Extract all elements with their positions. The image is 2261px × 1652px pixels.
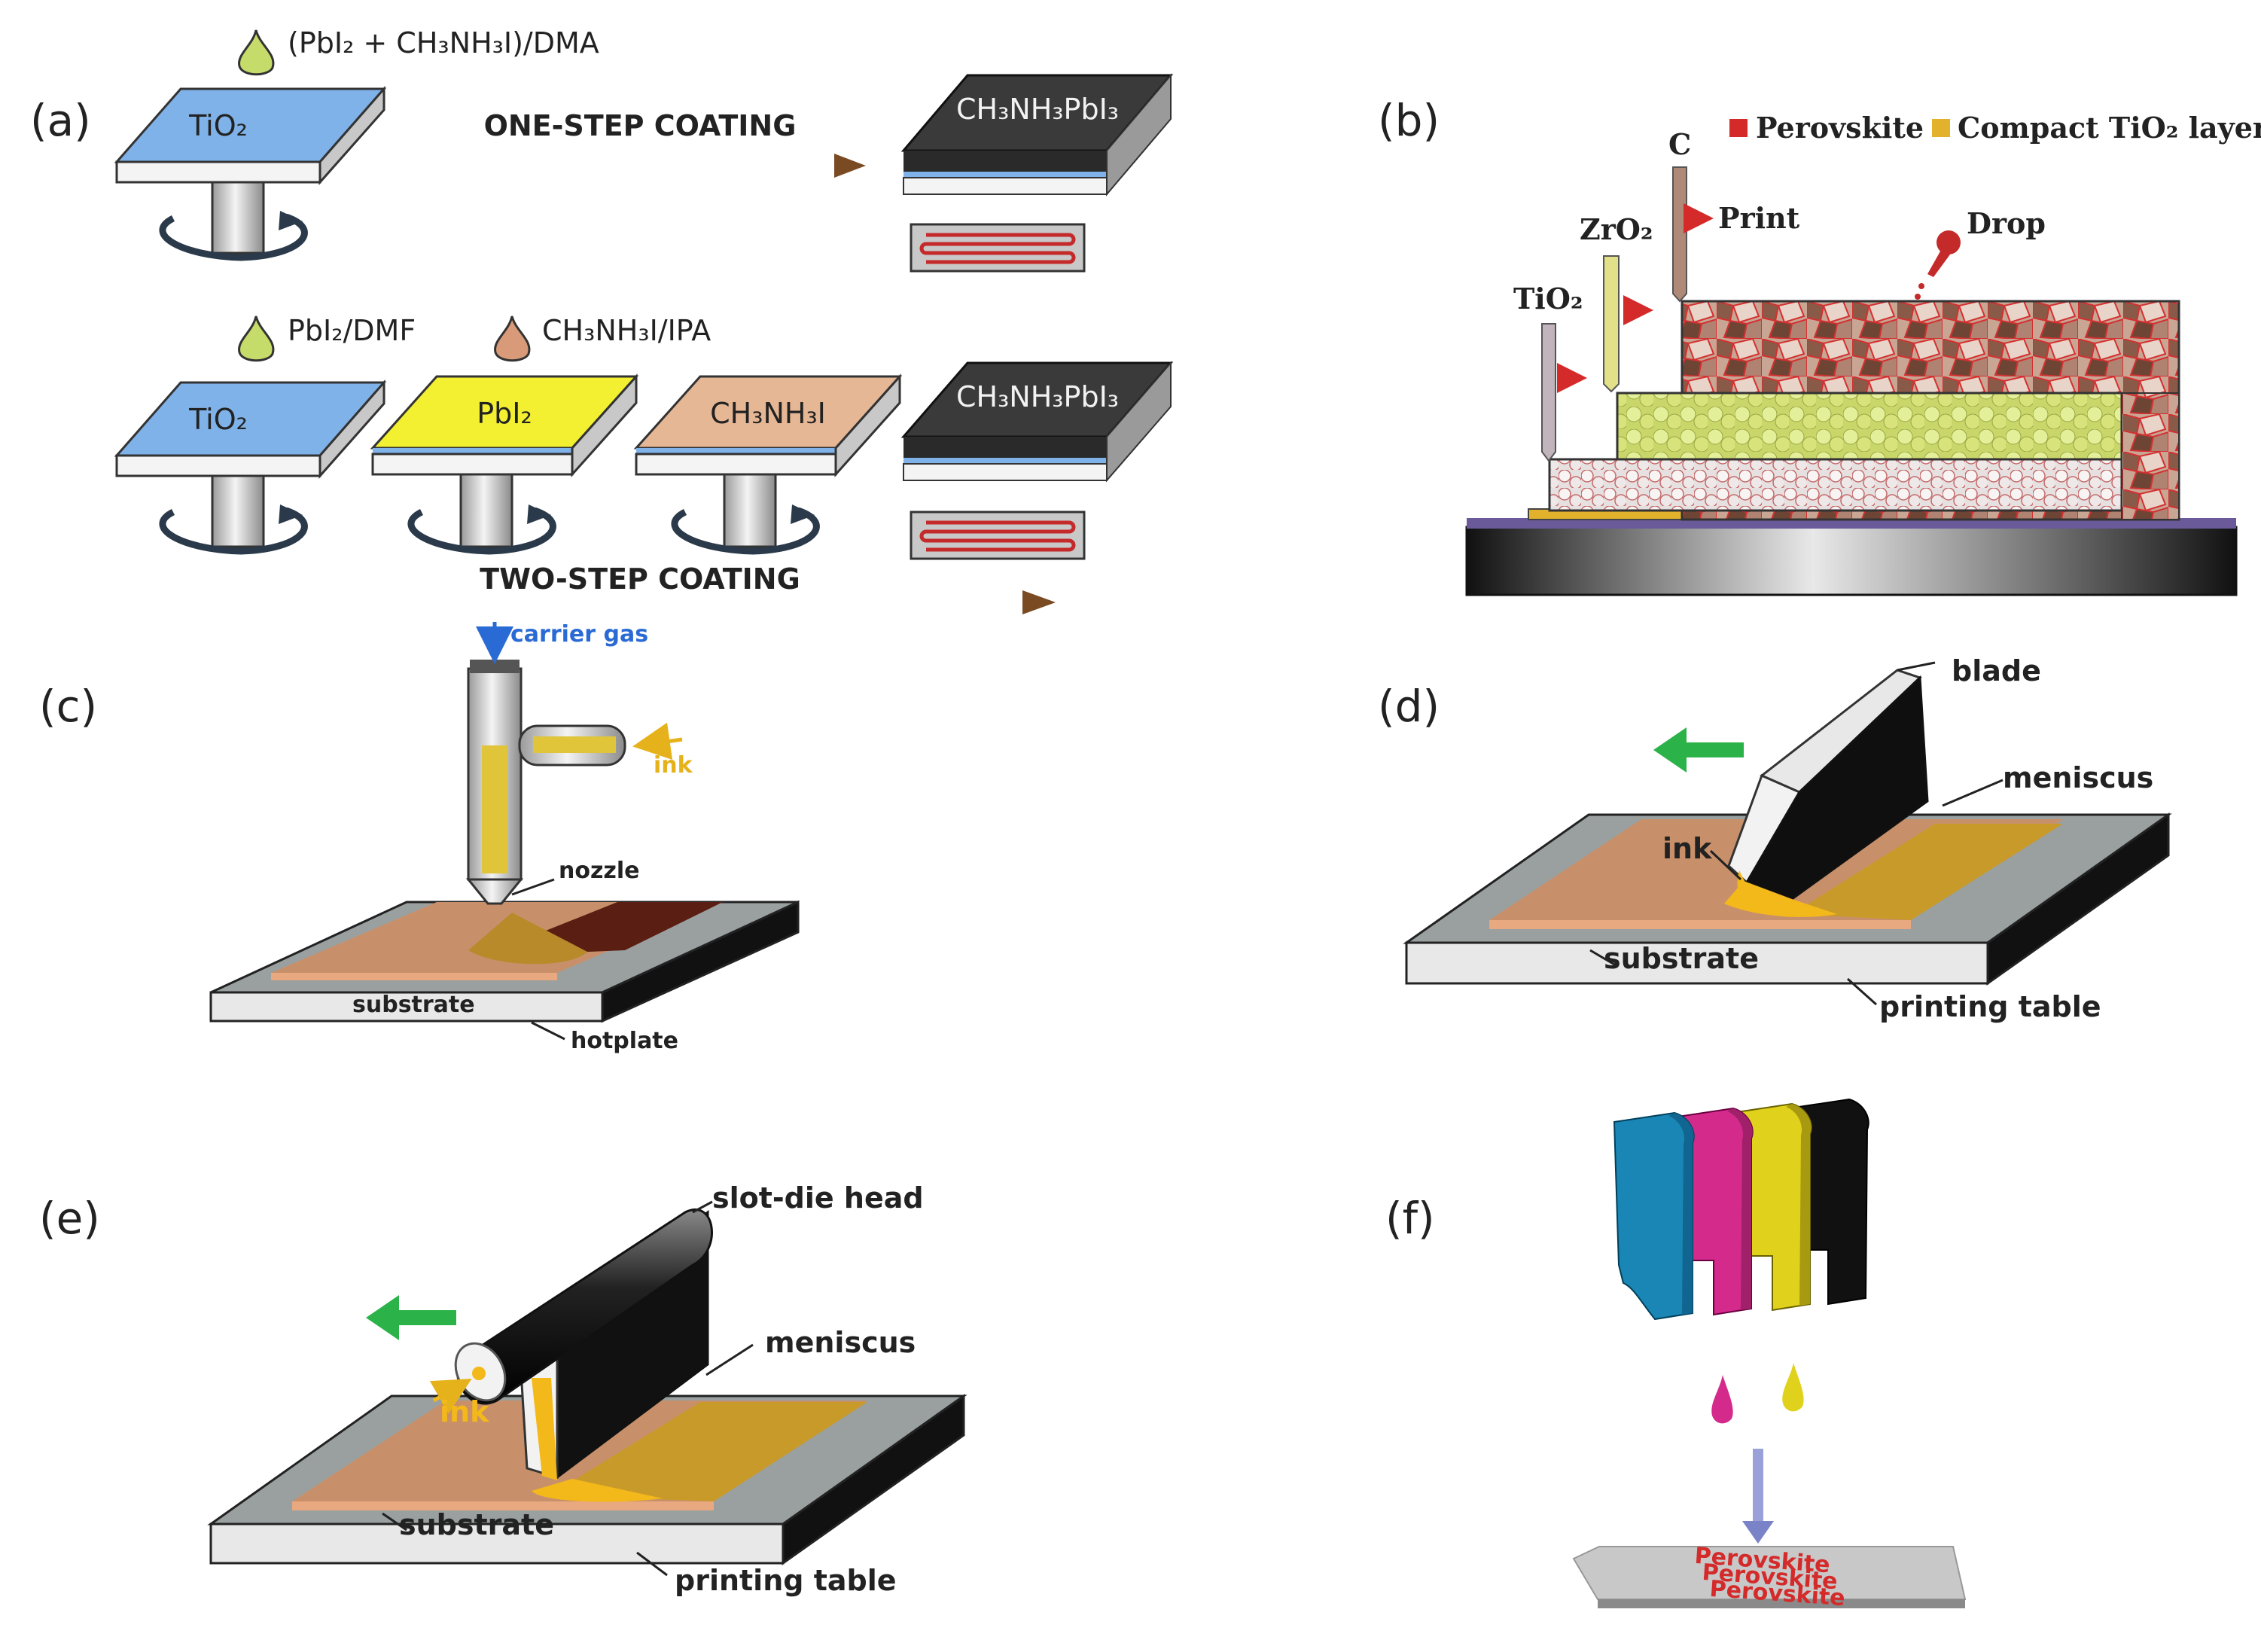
drop-label: Drop <box>1967 206 2046 240</box>
spin-coater-tio2: TiO₂ <box>114 379 387 555</box>
perovskite-film-onestep: CH₃NH₃PbI₃ <box>900 73 1174 197</box>
blade-label: blade <box>1952 654 2041 687</box>
meniscus-label: meniscus <box>2003 761 2153 794</box>
carrier-gas-label: carrier gas <box>510 621 648 648</box>
panel-a: (PbI₂ + CH₃NH₃I)/DMA TiO₂ ONE-STEP COATI… <box>114 26 1174 614</box>
ink-arrow-icon <box>429 1379 472 1414</box>
ink-bead <box>532 1479 663 1502</box>
onestep-solution: (PbI₂ + CH₃NH₃I)/DMA <box>288 26 599 59</box>
nozzle-c-label: C <box>1668 127 1691 161</box>
magenta-droplet-icon <box>1711 1375 1733 1424</box>
panel-e: ink slot-die head meniscus substrate pri… <box>207 1181 967 1597</box>
direction-arrow-icon <box>366 1295 456 1340</box>
nozzle-label: nozzle <box>559 858 640 884</box>
panel-f: Perovskite Perovskite Perovskite <box>1572 1098 1967 1611</box>
heater-icon <box>910 511 1086 560</box>
panel-label-b: (b) <box>1378 95 1440 146</box>
spin-coater-pbi2: PbI₂ <box>370 373 639 555</box>
ink-label: ink <box>440 1395 489 1428</box>
layer-pbi2-label: PbI₂ <box>477 397 532 430</box>
legend-perovskite: Perovskite <box>1756 111 1924 145</box>
nozzle-tio2 <box>1541 323 1556 462</box>
printing-table-label: printing table <box>675 1564 897 1597</box>
perovskite-film-label: CH₃NH₃PbI₃ <box>956 93 1119 126</box>
legend-compact: Compact TiO₂ layer <box>1958 111 2261 145</box>
twostep-tio2-label: TiO₂ <box>188 403 248 436</box>
spray-nozzle <box>465 660 626 905</box>
printed-substrate <box>1572 1546 1967 1600</box>
ink-label: ink <box>654 752 693 779</box>
panel-c: carrier gas ink nozzle substrate hotplat… <box>209 621 800 1054</box>
substrate-label: substrate <box>352 992 475 1018</box>
printing-table-label: printing table <box>1879 990 2101 1023</box>
substrate-label: substrate <box>1604 942 1759 975</box>
panel-label-d: (d) <box>1378 681 1440 732</box>
hotplate-label: hotplate <box>571 1028 678 1054</box>
droplet-icon <box>238 29 275 76</box>
twostep-title: TWO-STEP COATING <box>480 562 800 596</box>
panel-label-f: (f) <box>1385 1193 1435 1244</box>
direction-arrow-icon <box>1653 727 1744 773</box>
panel-label-e: (e) <box>39 1193 100 1244</box>
dropper-icon <box>1915 230 1961 300</box>
legend-swatch-compact <box>1932 119 1950 137</box>
print-label: Print <box>1718 201 1800 235</box>
slot-die-head <box>454 1209 713 1480</box>
droplet-icon <box>238 315 275 362</box>
yellow-droplet-icon <box>1782 1363 1804 1412</box>
nozzle-carbon <box>1672 166 1687 303</box>
ink-arrow-icon <box>632 722 683 760</box>
meniscus-label: meniscus <box>765 1326 916 1359</box>
panel-b: Perovskite Compact TiO₂ layer TiO₂ ZrO₂ … <box>1465 111 2261 596</box>
panel-d: blade meniscus ink substrate printing ta… <box>1403 654 2172 1023</box>
spin-coater-onestep: TiO₂ <box>114 86 387 261</box>
twostep-solution-1: PbI₂/DMF <box>288 314 416 347</box>
panel-label-a: (a) <box>30 95 91 146</box>
spin-coater-mai: CH₃NH₃I <box>633 373 903 555</box>
blade <box>1727 669 1929 901</box>
nozzle-zro2 <box>1603 255 1620 393</box>
spray-cone <box>468 913 587 965</box>
droplet-icon <box>494 315 531 362</box>
slot-die-head-label: slot-die head <box>712 1181 924 1215</box>
substrate-label: substrate <box>399 1508 554 1541</box>
twostep-solution-2: CH₃NH₃I/IPA <box>542 314 711 347</box>
perovskite-film-twostep: CH₃NH₃PbI₃ <box>900 361 1174 483</box>
ink-label: ink <box>1662 832 1712 865</box>
panel-label-c: (c) <box>39 681 97 732</box>
legend-swatch-perovskite <box>1729 119 1748 137</box>
nozzle-tio2-label: TiO₂ <box>1513 282 1583 315</box>
layer-mai-label: CH₃NH₃I <box>710 397 826 430</box>
perovskite-film-label: CH₃NH₃PbI₃ <box>956 380 1119 413</box>
base-substrate <box>1465 526 2238 596</box>
substrate-tio2-label: TiO₂ <box>188 109 248 142</box>
heater-icon <box>910 223 1086 273</box>
nozzle-zro2-label: ZrO₂ <box>1580 212 1653 246</box>
cartridge-cyan <box>1613 1111 1695 1321</box>
onestep-title: ONE-STEP COATING <box>484 109 797 142</box>
down-arrow-icon <box>1753 1449 1763 1524</box>
